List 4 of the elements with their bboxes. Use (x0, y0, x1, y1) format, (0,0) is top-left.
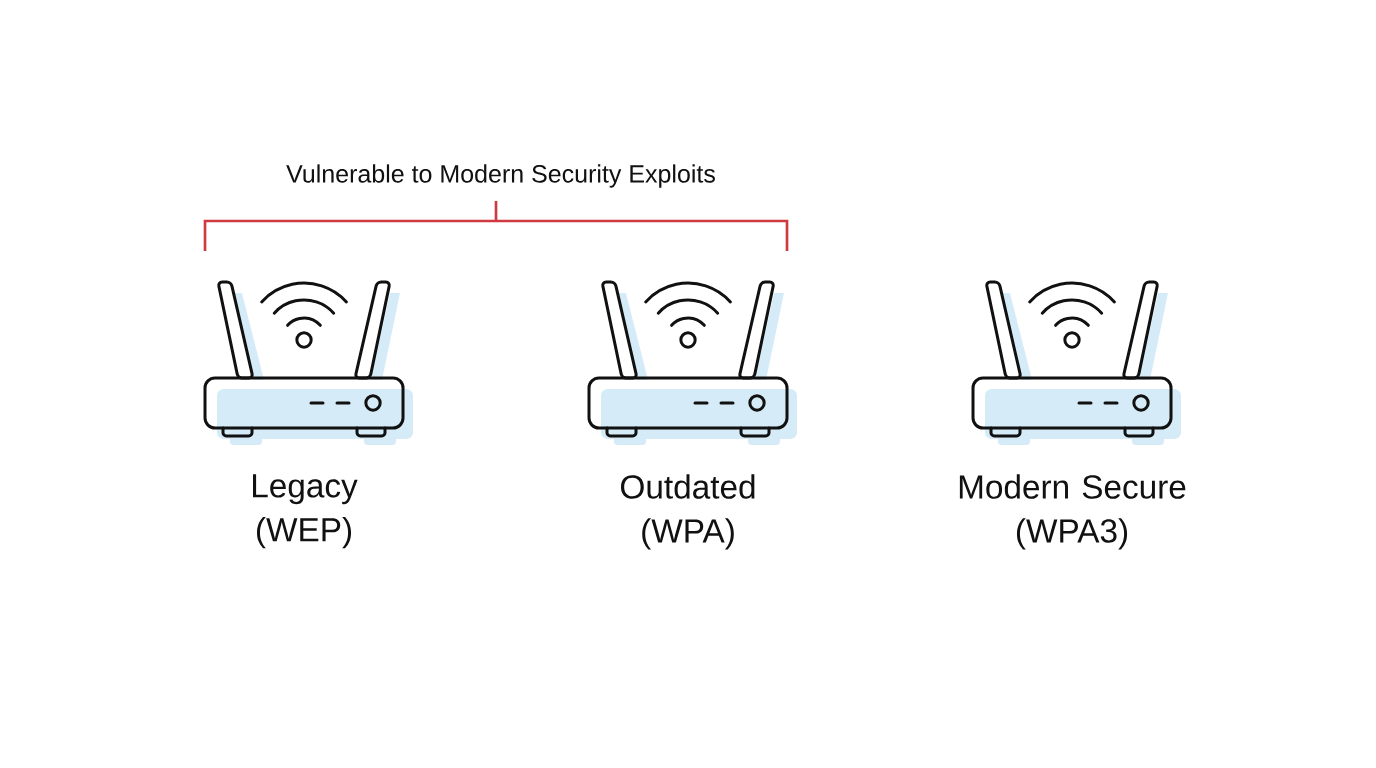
router-label: Outdated (WPA) (621, 474, 755, 550)
router-label: Modern Secure (WPA3) (959, 474, 1186, 550)
bracket-label: Vulnerable to Modern Security Exploits (286, 164, 715, 188)
router-label: Legacy (WEP) (253, 474, 358, 549)
